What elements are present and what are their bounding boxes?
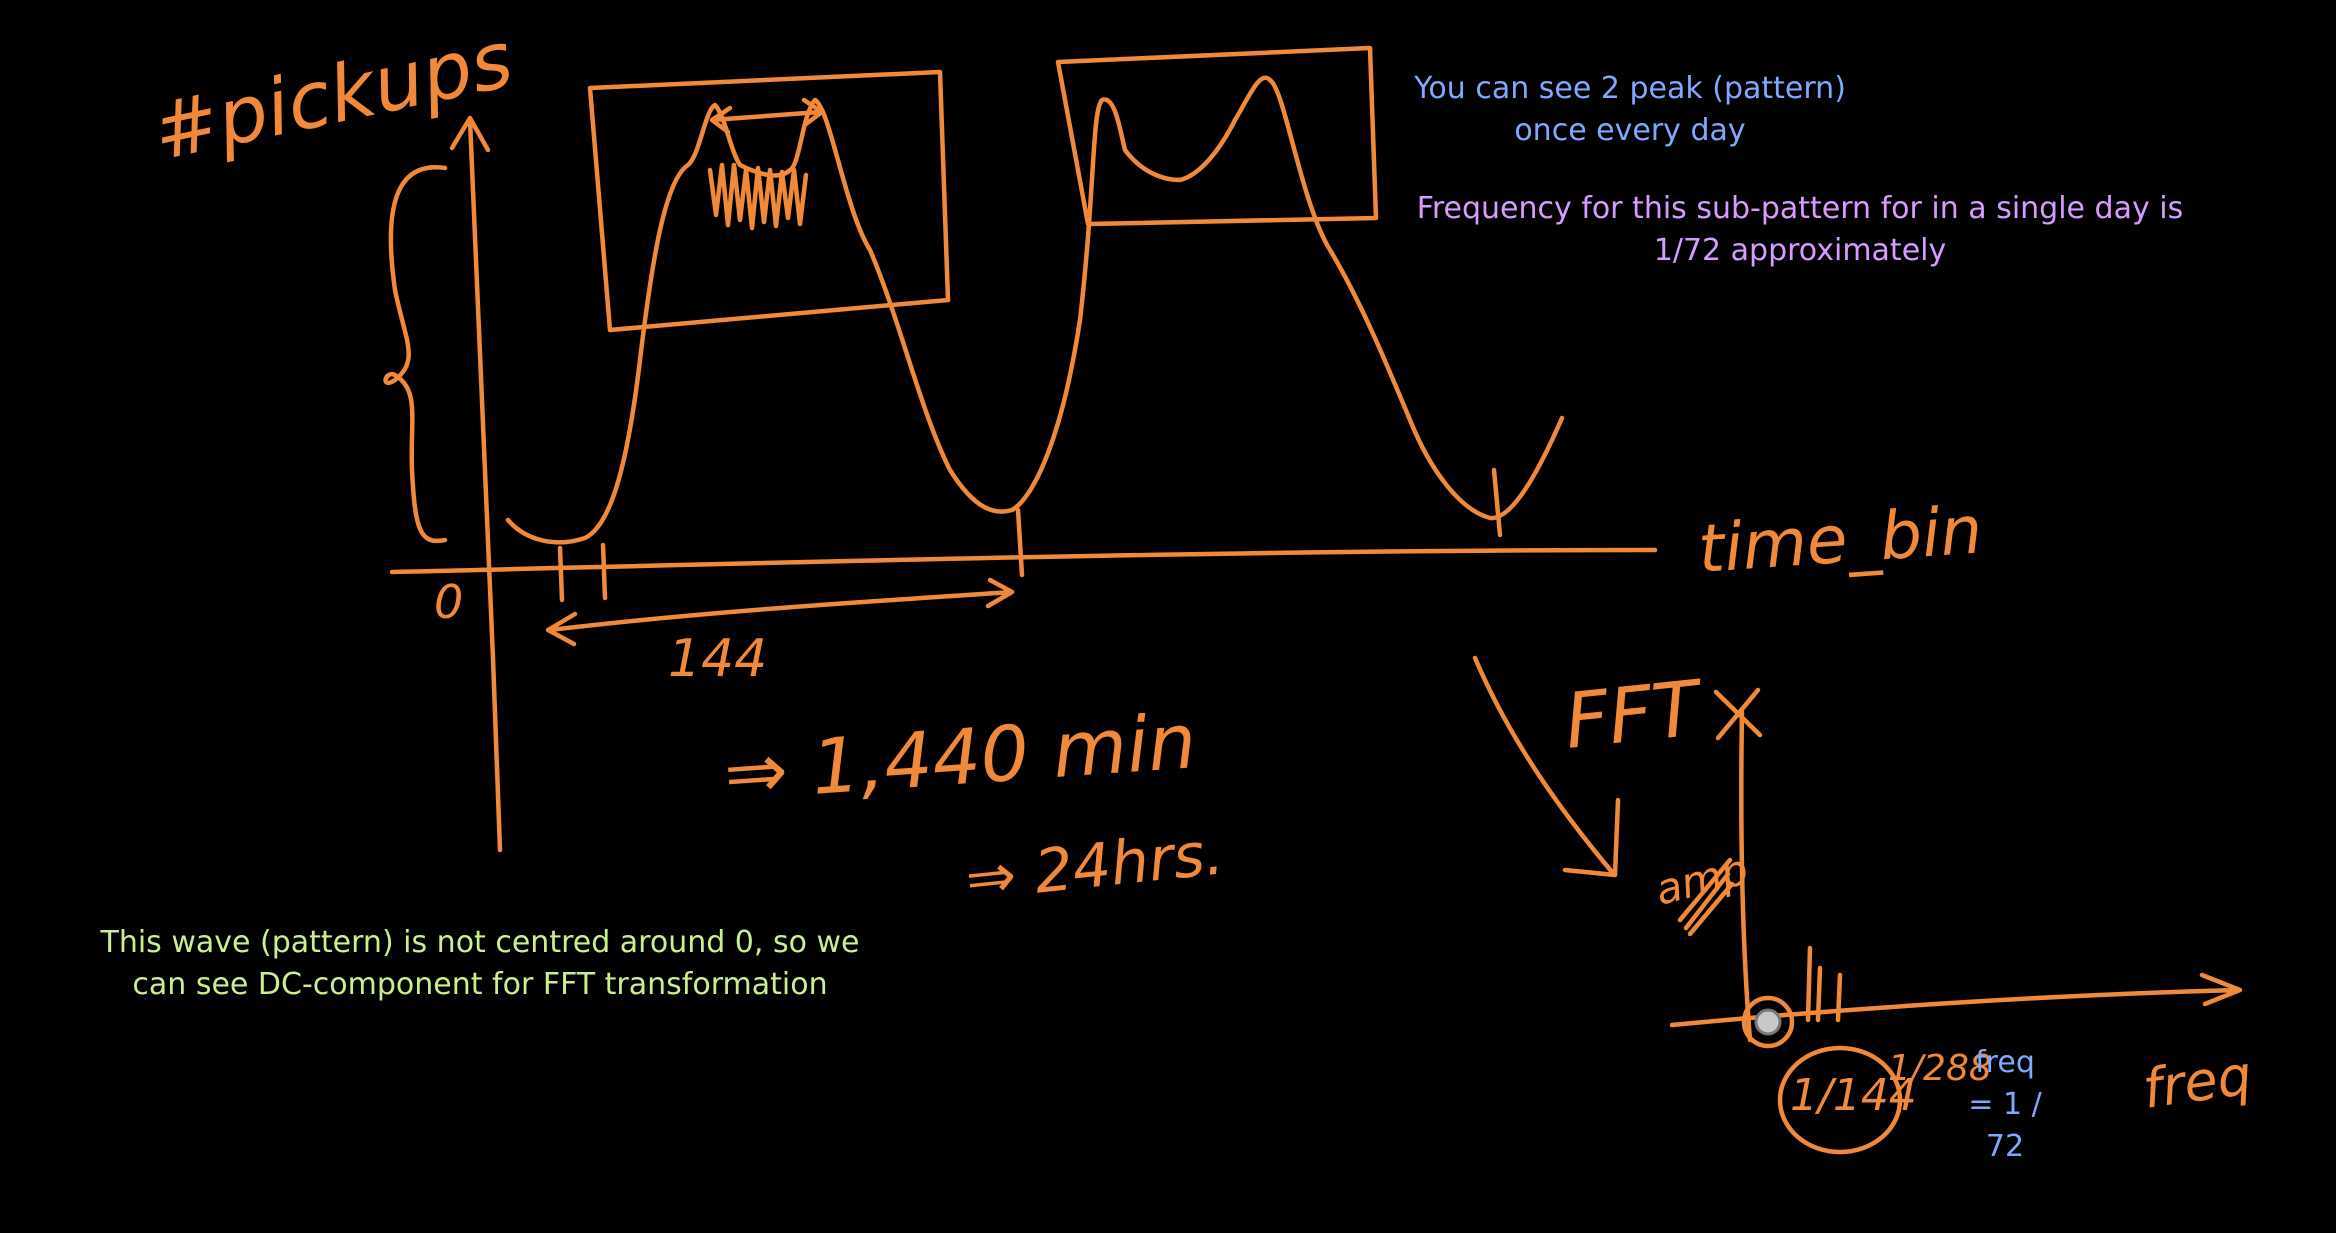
peak-note-line-2: once every day [1514,113,1746,148]
span-label: 144 [668,629,767,689]
y-axis-arrowhead [449,115,491,153]
dc-component-note: This wave (pattern) is not centred aroun… [100,922,860,1006]
x-axis-line [389,547,1658,575]
highlight-circle-1-144 [1777,1045,1903,1155]
x-axis-tick-a [557,545,565,603]
fft-cross-mark [1713,687,1763,741]
peak-highlight-box-2 [1055,45,1379,227]
fft-tick-label-1-288: 1/288 [1888,1048,1992,1089]
pickups-wave [505,75,1565,545]
minutes-label: ⇒ 1,440 min [721,696,1199,818]
peak-note: You can see 2 peak (pattern) once every … [1320,68,1940,152]
freq-equation-note: freq = 1 / 72 [1960,1042,2050,1168]
freq-axis-label: freq [2139,1043,2255,1121]
dc-component-note-line-2: can see DC-component for FFT transformat… [132,967,828,1002]
x-axis-tick-c [1015,507,1025,578]
peak-note-line-1: You can see 2 peak (pattern) [1414,71,1846,106]
dc-component-note-line-1: This wave (pattern) is not centred aroun… [100,925,860,960]
frequency-note-line-1: Frequency for this sub-pattern for in a … [1416,191,2184,226]
first-peak-double-arrow [709,97,825,135]
y-axis-line [467,117,503,853]
fft-pointer-arrow [1472,655,1621,878]
freq-equation-line-2: = 1 / [1968,1087,2042,1122]
fft-label: FFT [1561,663,1709,766]
peak-highlight-box-1 [587,69,951,333]
span-arrow [545,577,1015,647]
first-peak-oscillation [707,162,809,231]
y-axis-label: #pickups [145,15,520,179]
x-axis-tick-b [600,542,608,601]
x-axis-tick-d [1491,467,1503,538]
fft-horizontal-axis [1669,972,2243,1028]
fft-spike-3 [1835,972,1843,1023]
fft-spike-1 [1805,945,1813,1023]
fft-vertical-axis [1739,709,1753,1043]
fft-spike-2 [1815,965,1823,1023]
cursor-pointer-icon [1754,1008,1782,1036]
freq-equation-line-1: freq [1975,1045,2035,1080]
freq-equation-line-3: 72 [1985,1129,2025,1164]
amp-scribble [1677,857,1735,937]
curly-brace [383,165,448,544]
dc-component-circle [1741,995,1795,1049]
frequency-note: Frequency for this sub-pattern for in a … [1380,188,2220,272]
frequency-note-line-2: 1/72 approximately [1653,233,1947,268]
x-axis-label: time_bin [1696,491,1985,588]
origin-label: 0 [434,575,463,629]
hours-label: ⇒ 24hrs. [962,818,1227,915]
